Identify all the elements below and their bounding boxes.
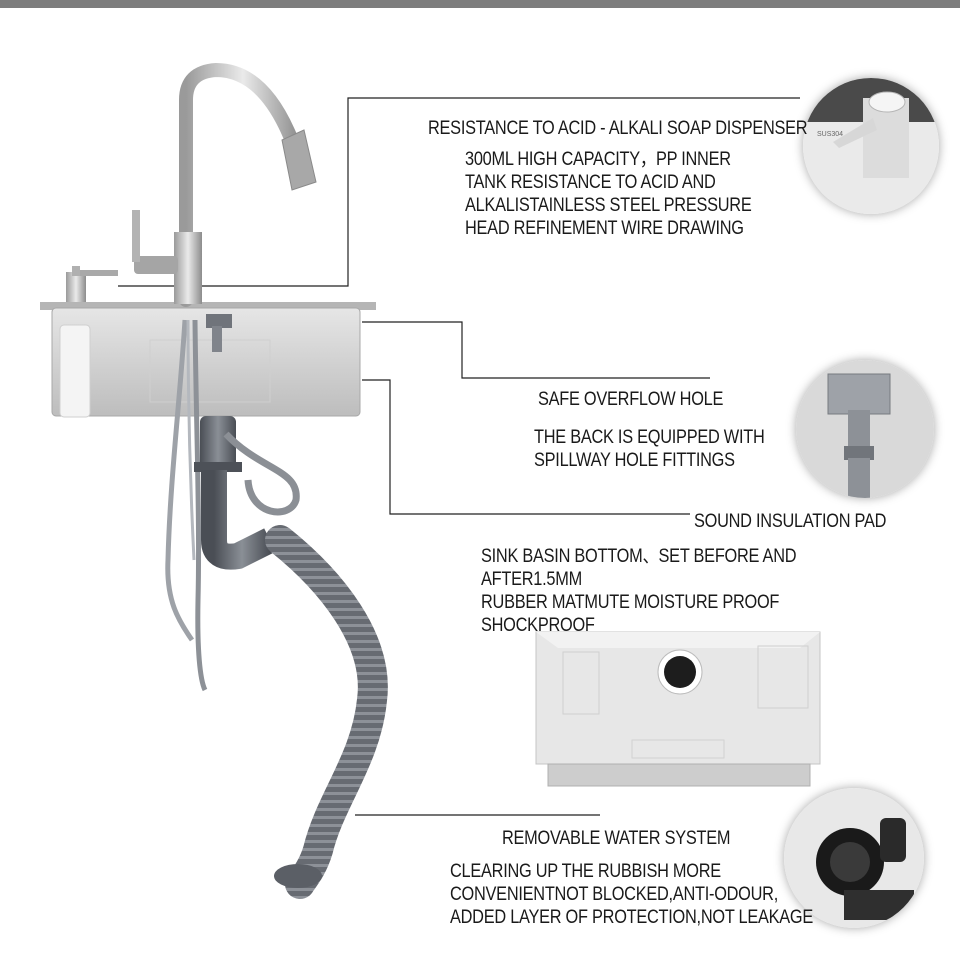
overflow-hole-photo: [796, 360, 934, 498]
overflow-hole-title: SAFE OVERFLOW HOLE: [538, 389, 724, 410]
top-bar: [0, 0, 960, 8]
insulation-pad-title: SOUND INSULATION PAD: [694, 511, 887, 532]
soap-dispenser-photo: SUS304: [803, 78, 939, 214]
drain-hose-icon: [194, 416, 388, 899]
water-system-text: CLEARING UP THE RUBBISH MORE CONVENIENTN…: [450, 861, 814, 928]
soap-dispenser-title: RESISTANCE TO ACID - ALKALI SOAP DISPENS…: [428, 118, 808, 139]
sink-bottom-view: [535, 631, 821, 787]
leader-lines: [118, 97, 800, 816]
faucet-icon: [132, 62, 317, 307]
drain-system-photo: [784, 788, 924, 928]
svg-text:SUS304: SUS304: [817, 131, 843, 138]
soap-dispenser-text: 300ML HIGH CAPACITY，PP INNER TANK RESIST…: [465, 149, 752, 239]
sink-basin: [40, 302, 376, 417]
soap-dispenser-icon: [59, 266, 118, 418]
water-system-title: REMOVABLE WATER SYSTEM: [502, 828, 731, 849]
insulation-pad-text: SINK BASIN BOTTOM、SET BEFORE AND AFTER1.…: [481, 546, 797, 636]
overflow-hole-text: THE BACK IS EQUIPPED WITH SPILLWAY HOLE …: [534, 427, 765, 471]
supply-hoses: [165, 319, 208, 692]
